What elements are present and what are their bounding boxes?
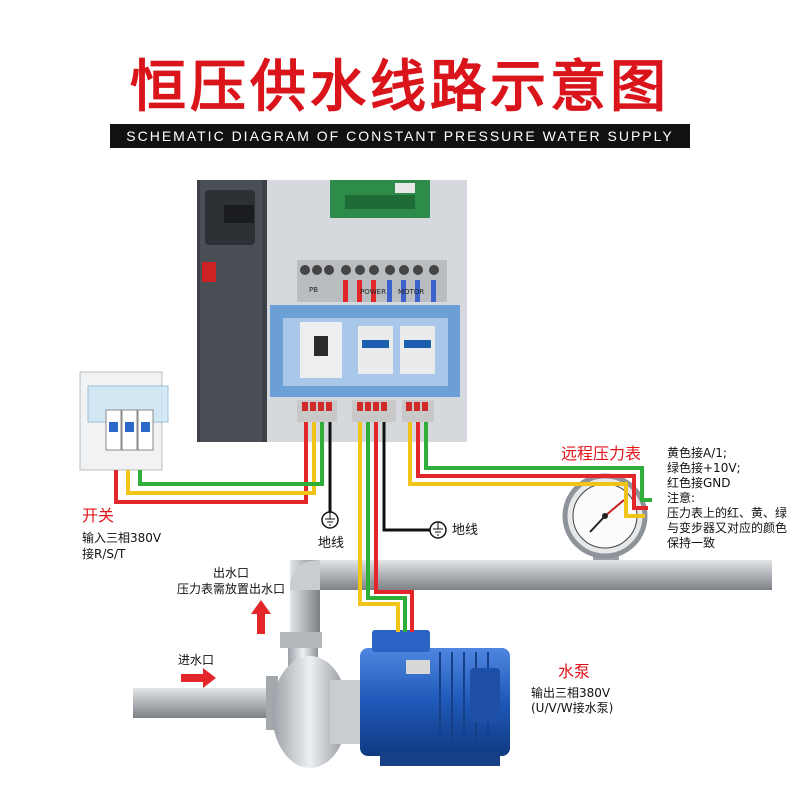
pipe-top [290, 548, 772, 640]
gauge-note-line: 压力表上的红、黄、绿 [667, 506, 788, 520]
wires-switch-to-cabinet [114, 422, 324, 504]
pipe-inlet [133, 676, 278, 730]
inlet-arrow [181, 668, 216, 688]
wires-cabinet-to-pump [358, 422, 414, 632]
switch-box [79, 371, 169, 471]
gauge-label: 远程压力表 [561, 444, 642, 463]
gauge-note-line: 保持一致 [667, 536, 716, 550]
terminal-label-power: POWER [360, 288, 386, 296]
terminal-label-motor: MOTOR [398, 288, 424, 296]
gauge-note-line: 与变步器又对应的颜色 [667, 521, 788, 535]
outlet-note: 压力表需放置出水口 [177, 582, 286, 596]
gauge-notes: 黄色接A/1; 绿色接+10V; 红色接GND 注意: 压力表上的红、黄、绿 与… [667, 446, 787, 551]
terminal-label-pb: PB [309, 286, 318, 294]
inlet-label: 进水口 [178, 653, 215, 667]
outlet-arrow [251, 600, 271, 634]
gauge-note-line: 红色接GND [667, 476, 731, 490]
ground-label-left: 地线 [318, 536, 345, 551]
wires-cabinet-to-gauge [408, 422, 652, 518]
pump-motor [360, 630, 510, 766]
ground-wire-right [382, 422, 447, 539]
pump-label: 水泵 [558, 662, 591, 681]
gauge-note-line: 黄色接A/1; [667, 446, 727, 460]
gauge-note-line: 绿色接+10V; [667, 461, 741, 475]
ground-label-right: 地线 [452, 523, 479, 538]
terminal-wires-upper [343, 280, 436, 302]
switch-desc-line2: 接R/S/T [82, 547, 126, 561]
gauge-note-line: 注意: [667, 491, 696, 505]
control-cabinet: PB POWER MOTOR [197, 180, 467, 442]
ground-wire-left [321, 422, 339, 529]
terminal-block-caps [302, 402, 428, 411]
page-subtitle: SCHEMATIC DIAGRAM OF CONSTANT PRESSURE W… [126, 128, 674, 168]
pump-desc-line1: 输出三相380V [531, 686, 611, 700]
switch-label: 开关 [82, 506, 115, 525]
motor-junction-box [372, 630, 430, 652]
subtitle-bar [110, 124, 690, 148]
pump-housing [272, 632, 360, 768]
contactor-2 [400, 326, 435, 374]
switch-desc-line1: 输入三相380V [82, 531, 162, 545]
terminal-screws-upper [300, 265, 439, 275]
page-title: 恒压供水线路示意图 [130, 55, 670, 120]
contactor-1 [358, 326, 393, 374]
pump-desc-line2: (U/V/W接水泵) [531, 701, 614, 715]
outlet-label: 出水口 [213, 566, 250, 580]
